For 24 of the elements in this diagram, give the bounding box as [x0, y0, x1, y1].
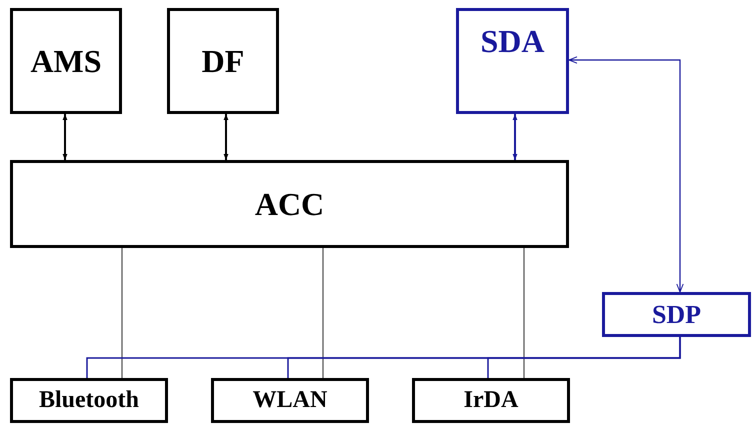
- connector-line: [121, 248, 123, 378]
- block-box: [412, 378, 570, 423]
- block-label: SDP: [652, 300, 702, 330]
- connector-line: [523, 248, 525, 378]
- arrow: [62, 114, 68, 160]
- block-label: SDA: [480, 22, 544, 60]
- block-box: [10, 160, 569, 248]
- block-box: [10, 8, 122, 114]
- block-box: [10, 378, 168, 423]
- block-box: [167, 8, 279, 114]
- block-box: [602, 292, 751, 337]
- block-box: [211, 378, 369, 423]
- block-label: IrDA: [464, 387, 518, 414]
- connector-line: [322, 248, 324, 378]
- block-label: WLAN: [252, 387, 328, 414]
- block-label: AMS: [30, 42, 102, 80]
- connector-line: [487, 337, 681, 378]
- block-label: ACC: [254, 186, 324, 222]
- arrow: [224, 114, 228, 160]
- arrow: [512, 114, 518, 160]
- block-box: [456, 8, 569, 114]
- arrow: [568, 56, 684, 292]
- block-label: Bluetooth: [38, 387, 139, 414]
- block-label: DF: [202, 42, 244, 80]
